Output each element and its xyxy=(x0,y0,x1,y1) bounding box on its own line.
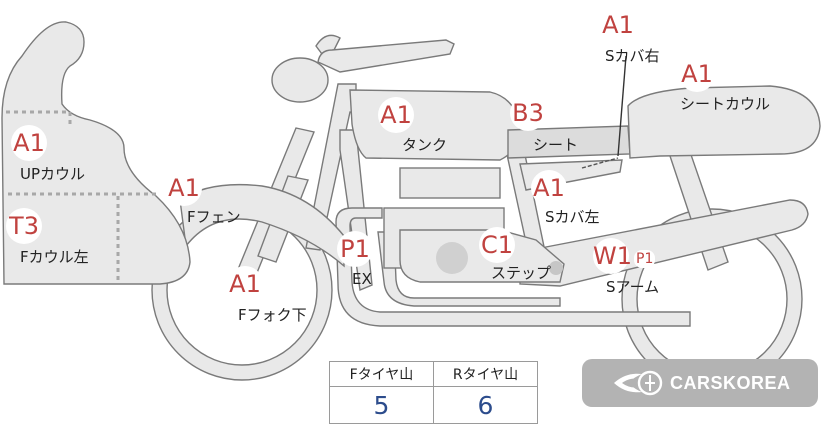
part-label-front-fork-lower: Fフォク下 xyxy=(238,306,307,324)
front-cowl xyxy=(1,21,191,285)
code-badge: A1 xyxy=(11,125,47,161)
tire-tread-table: Fタイヤ山 Rタイヤ山 5 6 xyxy=(329,361,538,424)
exhaust-pipe xyxy=(335,207,691,327)
code-badge: A1 xyxy=(600,7,636,43)
carskorea-logo: CARSKOREA xyxy=(582,359,818,407)
code-badge: B3 xyxy=(510,95,546,131)
part-label-seat: シート xyxy=(533,136,579,154)
code-badge: T3 xyxy=(6,208,42,244)
code-badge: A1 xyxy=(166,170,202,206)
front-tire-header: Fタイヤ山 xyxy=(329,361,434,387)
rear-tire-value: 6 xyxy=(433,386,538,424)
logo-text: CARSKOREA xyxy=(670,372,791,393)
part-label-front-cowl-left: Fカウル左 xyxy=(20,248,89,266)
part-label-side-cover-right: Sカバ右 xyxy=(605,47,660,65)
part-label-seat-cowl: シートカウル xyxy=(680,95,771,113)
part-label-side-cover-left: Sカバ左 xyxy=(545,208,600,226)
seat-cowl xyxy=(627,85,821,159)
code-badge: W1 xyxy=(593,238,632,274)
part-label-swing-arm: Sアーム xyxy=(606,278,660,296)
part-label-step: ステップ xyxy=(491,264,552,282)
code-badge: C1 xyxy=(479,227,515,263)
code-badge: P1 xyxy=(337,231,373,267)
swing-arm xyxy=(519,199,809,287)
code-badge-secondary: P1 xyxy=(634,250,656,268)
logo-emblem-icon xyxy=(614,370,663,396)
engine-top xyxy=(399,167,501,199)
part-label-exhaust: EX xyxy=(352,270,372,288)
handlebar xyxy=(315,34,341,64)
part-label-front-fender: Fフェン xyxy=(187,208,241,226)
rear-tire-header: Rタイヤ山 xyxy=(433,361,538,387)
headlight xyxy=(271,57,329,103)
code-badge: A1 xyxy=(679,56,715,92)
front-tire-value: 5 xyxy=(329,386,434,424)
part-label-upper-cowl: UPカウル xyxy=(20,165,86,183)
code-badge: A1 xyxy=(531,170,567,206)
code-badge: A1 xyxy=(378,97,414,133)
code-badge: A1 xyxy=(227,266,263,302)
part-label-tank: タンク xyxy=(402,136,448,154)
